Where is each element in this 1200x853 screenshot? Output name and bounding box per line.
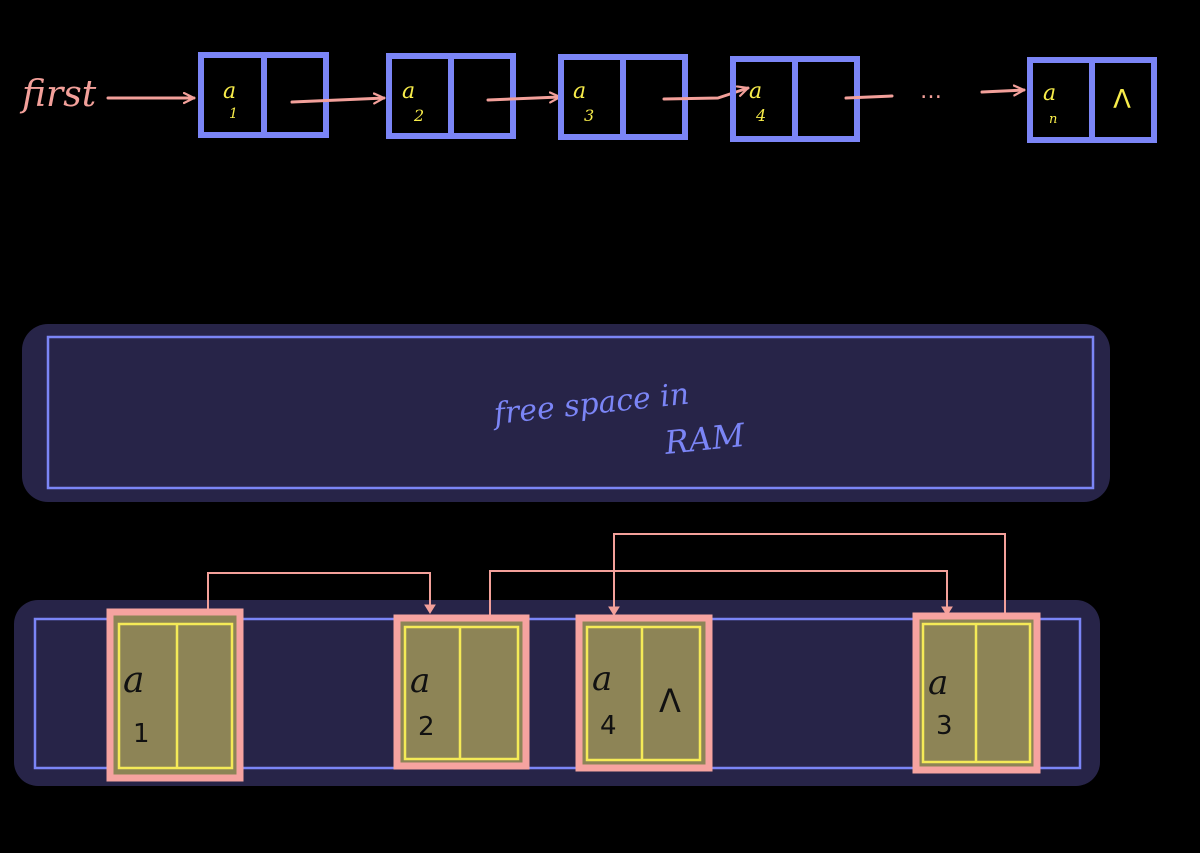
pointer-link-a2-to-a3: [489, 570, 953, 616]
node-data-index: 3: [584, 106, 594, 125]
pointer-link-a1-to-a2: [207, 572, 436, 614]
node-data-label: a: [573, 79, 586, 104]
next-arrow-to-last: [980, 90, 1026, 92]
cell-data-label: a: [123, 660, 144, 701]
next-arrow-3-4: [662, 88, 750, 101]
abstract-linked-list: first a 1 a 2 a 3: [19, 52, 1157, 143]
node-data-index: n: [1049, 112, 1057, 127]
cell-data-index: 1: [133, 719, 150, 749]
cell-data-label: a: [592, 659, 612, 699]
free-ram-region: free space in RAM: [22, 324, 1110, 502]
cell-data-index: 4: [600, 711, 617, 741]
node-data-index: 1: [229, 106, 238, 122]
ellipsis: …: [920, 79, 942, 104]
memory-cell-a2: a 2: [393, 614, 530, 770]
node-data-index: 2: [413, 106, 424, 125]
node-data-index: 4: [755, 106, 766, 125]
memory-cell-a3: a 3: [912, 612, 1041, 774]
ram-label: RAM: [662, 416, 748, 462]
list-node-3: a 3: [558, 54, 688, 140]
ram-memory-layout: a 1 a 2 a 4 Λ a 3: [14, 533, 1100, 786]
memory-cell-a1: a 1: [106, 608, 244, 782]
node-data-label: a: [402, 79, 415, 104]
list-node-1: a 1: [198, 52, 329, 138]
list-node-4: a 4: [730, 56, 860, 142]
null-pointer-symbol: Λ: [1113, 85, 1131, 115]
next-arrow-1-2: [290, 98, 386, 102]
list-node-last: a n Λ: [1027, 57, 1157, 143]
next-arrow-2-3: [486, 97, 562, 100]
node-data-label: a: [749, 79, 762, 104]
next-arrow-4-continued: [844, 94, 894, 100]
cell-data-label: a: [928, 663, 948, 703]
list-node-2: a 2: [386, 53, 516, 139]
memory-cell-a4: a 4 Λ: [575, 614, 713, 772]
node-data-label: a: [1043, 81, 1056, 106]
node-data-label: a: [223, 79, 236, 104]
null-pointer-symbol: Λ: [659, 682, 681, 720]
cell-data-label: a: [410, 661, 430, 701]
pointer-link-a3-to-a4: [608, 533, 1006, 616]
cell-data-index: 2: [418, 712, 435, 742]
cell-data-index: 3: [936, 711, 953, 741]
head-pointer-label: first: [19, 74, 97, 115]
